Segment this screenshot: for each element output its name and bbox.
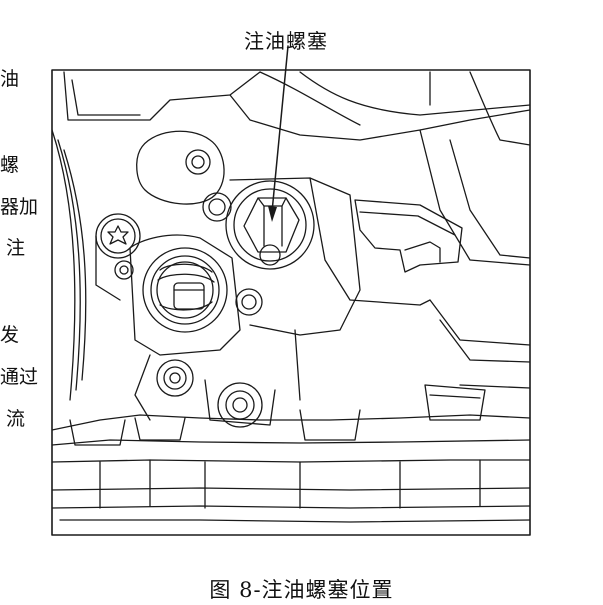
figure-frame (51, 69, 531, 536)
side-text-fragment: 流 (6, 408, 26, 430)
callout-arrowhead (268, 206, 277, 222)
side-text-fragment: 器加 (0, 196, 39, 218)
callout-leader-line (271, 45, 289, 213)
side-text-fragment: 发 (0, 324, 20, 346)
figure-caption: 图 8-注油螺塞位置 (209, 578, 394, 602)
side-text-fragment: 油 (0, 68, 20, 90)
side-text-fragment: 螺 (0, 154, 20, 176)
side-text-fragment: 通过 (0, 366, 39, 388)
side-text-fragment: 注 (6, 237, 26, 259)
callout-label: 注油螺塞 (244, 29, 328, 53)
